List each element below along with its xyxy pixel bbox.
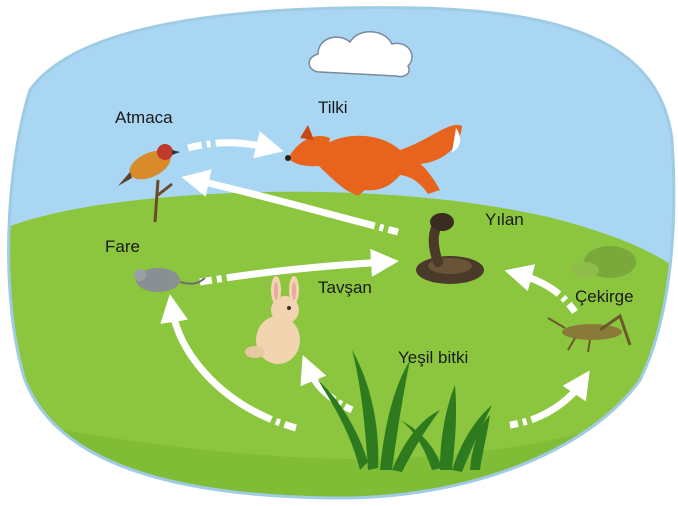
label-plant: Yeşil bitki (398, 348, 468, 368)
label-snake: Yılan (485, 210, 524, 230)
label-fox: Tilki (318, 98, 348, 118)
label-grasshopper: Çekirge (575, 287, 634, 307)
label-rabbit: Tavşan (318, 278, 372, 298)
label-hawk: Atmaca (115, 108, 173, 128)
label-mouse: Fare (105, 237, 140, 257)
